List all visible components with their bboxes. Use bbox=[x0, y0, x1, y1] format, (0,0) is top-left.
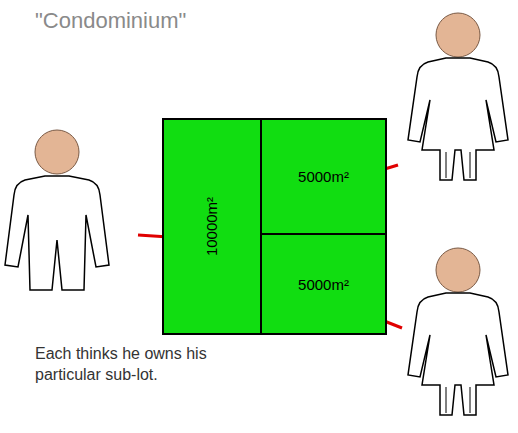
area-label: 10000m² bbox=[203, 197, 220, 256]
sub-lot: 5000m² bbox=[260, 233, 387, 335]
woman-figure bbox=[408, 248, 508, 415]
sub-lot: 10000m² bbox=[162, 118, 262, 335]
area-label: 5000m² bbox=[298, 168, 349, 185]
woman-figure bbox=[408, 13, 508, 180]
sub-lot: 5000m² bbox=[260, 118, 387, 235]
area-label: 5000m² bbox=[298, 276, 349, 293]
diagram-title: "Condominium" bbox=[35, 8, 186, 34]
diagram-caption: Each thinks he owns his particular sub-l… bbox=[35, 344, 250, 386]
man-figure bbox=[5, 130, 109, 290]
